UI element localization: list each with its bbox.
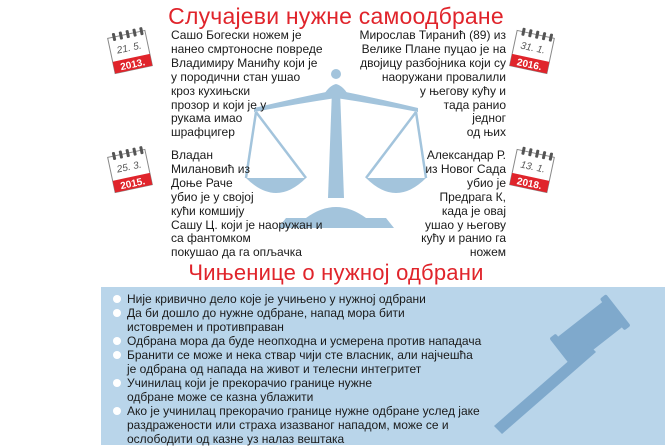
case-line: убио је у својој bbox=[171, 189, 254, 204]
case-line: Мирослав Тиранић (89) из bbox=[359, 28, 506, 42]
fact-line: истовремен и противправан bbox=[127, 319, 284, 334]
case-date-day: 25. 3. bbox=[115, 160, 143, 176]
case-line: Милановић из bbox=[171, 161, 250, 176]
case-line: тада ранио bbox=[443, 97, 506, 112]
case-line: Предрага К, bbox=[439, 189, 506, 204]
case-line: од њих bbox=[466, 125, 506, 140]
case-line: покушао да га опљачка bbox=[171, 245, 302, 260]
case-line: када је овај bbox=[441, 203, 506, 218]
case-text: Владан Милановић из Доње Раче убио је у … bbox=[171, 148, 323, 260]
case-line: наоружани провалили bbox=[381, 69, 506, 84]
case-line: прозор и који је у bbox=[171, 97, 267, 112]
fact-line: Није кривично дело које је учињено у нуж… bbox=[127, 292, 426, 306]
case-date-year: 2013. bbox=[119, 57, 146, 73]
scales-of-justice-icon bbox=[244, 69, 428, 228]
bullet-icon bbox=[113, 379, 121, 387]
title-facts: Чињенице о нужној одбрани bbox=[188, 260, 484, 285]
fact-line: Да би дошло до нужне одбране, напад мора… bbox=[127, 306, 405, 320]
fact-line: Учинилац који је прекорачио границе нужн… bbox=[127, 376, 373, 390]
bullet-icon bbox=[113, 309, 121, 317]
fact-line: одбране може се казна ублажити bbox=[127, 389, 314, 404]
calendar-icon: 25. 3. 2015. bbox=[107, 146, 153, 194]
case-date-year: 2016. bbox=[516, 57, 543, 73]
case-line: Александар Р. bbox=[426, 148, 506, 162]
bullet-icon bbox=[113, 407, 121, 415]
case-text: Мирослав Тиранић (89) из Велике Плане пу… bbox=[359, 28, 506, 140]
case-line: са фантомком bbox=[171, 231, 251, 246]
case-line: једног bbox=[472, 111, 506, 126]
case-line: у породични стан ушао bbox=[171, 69, 301, 84]
case-date-year: 2018. bbox=[516, 176, 543, 192]
case-text: Александар Р. из Новог Сада убио је Пред… bbox=[421, 148, 506, 260]
bullet-icon bbox=[113, 337, 121, 345]
title-cases: Случајеви нужне самоодбране bbox=[168, 3, 504, 29]
case-line: нанео смртоносне повреде bbox=[171, 41, 323, 56]
case-line: кућу и ранио га bbox=[421, 231, 506, 246]
case-line: ушао у његову bbox=[425, 217, 506, 232]
bullet-icon bbox=[113, 351, 121, 359]
case-line: из Новог Сада bbox=[425, 161, 506, 176]
calendar-icon: 31. 1. 2016. bbox=[509, 27, 555, 75]
case-date-day: 13. 1. bbox=[519, 160, 546, 176]
bullet-icon bbox=[113, 295, 121, 303]
case-line: у његову кућу и bbox=[419, 83, 506, 98]
case-line: Сашу Ц. који је наоружан и bbox=[171, 217, 323, 232]
case-line: двојицу разбојника који су bbox=[360, 55, 506, 70]
case-line: ножем bbox=[469, 245, 506, 260]
calendar-icon: 21. 5. 2013. bbox=[107, 27, 153, 75]
case-line: Сашо Богески ножем је bbox=[171, 28, 302, 42]
case-date-year: 2015. bbox=[119, 176, 146, 192]
case-date-day: 21. 5. bbox=[115, 41, 143, 57]
case-line: Доње Раче bbox=[171, 175, 233, 190]
fact-line: Бранити се може и нека ствар чији сте вл… bbox=[127, 348, 473, 362]
fact-line: Ако је учинилац прекорачио границе нужне… bbox=[127, 404, 480, 418]
gavel-icon bbox=[494, 294, 630, 434]
calendar-icon: 13. 1. 2018. bbox=[509, 146, 555, 194]
case-line: Владимиру Манићу који је bbox=[171, 55, 318, 70]
case-text: Сашо Богески ножем је нанео смртоносне п… bbox=[171, 28, 323, 140]
case-date-day: 31. 1. bbox=[519, 41, 546, 57]
case-line: Владан bbox=[171, 148, 213, 162]
case-line: убио је bbox=[466, 175, 506, 190]
fact-line: раздражености или страха изазваног напад… bbox=[127, 417, 449, 432]
case-line: Велике Плане пуцао је на bbox=[361, 41, 506, 56]
fact-line: је одбрана од напада на живот и телесни … bbox=[127, 361, 422, 376]
case-line: шрафцигер bbox=[171, 125, 235, 140]
case-line: рукама имао bbox=[171, 111, 243, 126]
fact-line: ослободити од казне уз налаз вештака bbox=[127, 431, 345, 446]
case-line: кроз кухињски bbox=[171, 83, 251, 98]
case-line: кући комшију bbox=[171, 203, 245, 218]
fact-line: Одбрана мора да буде неопходна и усмерен… bbox=[127, 334, 482, 348]
